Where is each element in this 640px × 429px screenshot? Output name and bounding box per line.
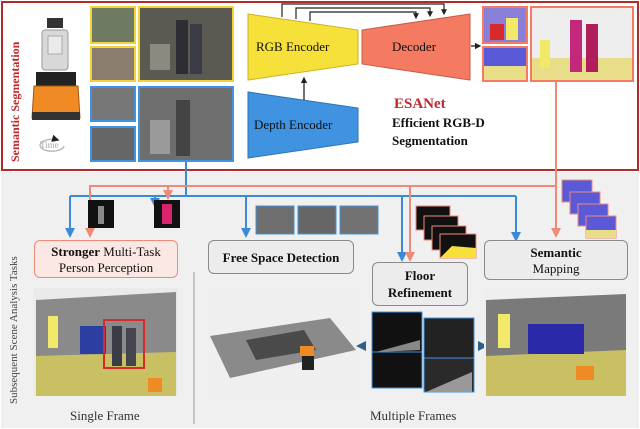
semantic-map-3d-result: [484, 288, 628, 398]
segmentation-output-images: [482, 6, 634, 82]
top-panel-label: Semantic Segmentation: [8, 41, 22, 162]
decoder-shape: [361, 13, 471, 81]
person-perception-line1: Stronger Multi-Task: [35, 244, 177, 259]
single-frame-label: Single Frame: [70, 408, 140, 423]
person-perception-box: Stronger Multi-Task Person Perception: [34, 240, 178, 278]
person-3d-result: [34, 288, 178, 396]
semantic-input-stack: [561, 179, 617, 239]
floor-masks-result: [371, 311, 475, 393]
semantic-label-1: Semantic: [530, 245, 582, 260]
time-label: Time: [40, 140, 59, 150]
rgb-encoder-shape: [247, 13, 359, 81]
person-perception-bold: Stronger: [51, 244, 101, 259]
semantic-label-2: Mapping: [532, 261, 580, 276]
bottom-panel-label: Subsequent Scene Analysis Tasks: [8, 256, 20, 404]
floor-refinement-box: Floor Refinement: [372, 262, 468, 306]
rgb-input-images: [90, 6, 234, 82]
floor-mask-stack: [415, 205, 477, 259]
free-space-3d-result: [208, 288, 360, 398]
time-cycle-icon: [39, 134, 65, 152]
semantic-mapping-box: Semantic Mapping: [484, 240, 628, 280]
rgb-encoder-label: RGB Encoder: [256, 39, 330, 54]
floor-label-2: Refinement: [387, 285, 453, 300]
esanet-name: ESANet: [394, 96, 446, 112]
esanet-subtitle-1: Efficient RGB-D: [392, 115, 485, 130]
depth-encoder-label: Depth Encoder: [254, 117, 333, 132]
skip-connections: [281, 3, 447, 21]
free-space-box: Free Space Detection: [208, 240, 354, 274]
person-perception-line2: Person Perception: [58, 260, 154, 275]
decoder-label: Decoder: [392, 39, 437, 54]
depth-input-images: [90, 86, 234, 162]
free-space-thumbnails: [255, 205, 379, 235]
person-perception-rest: Multi-Task: [100, 244, 161, 259]
blue-arrows: [65, 162, 521, 262]
multiple-frames-label: Multiple Frames: [370, 408, 457, 423]
free-space-label: Free Space Detection: [222, 250, 340, 265]
robot-image: [31, 18, 81, 120]
depth-encoder-shape: [247, 91, 359, 159]
floor-label-1: Floor: [404, 268, 436, 283]
esanet-subtitle-2: Segmentation: [392, 133, 468, 148]
